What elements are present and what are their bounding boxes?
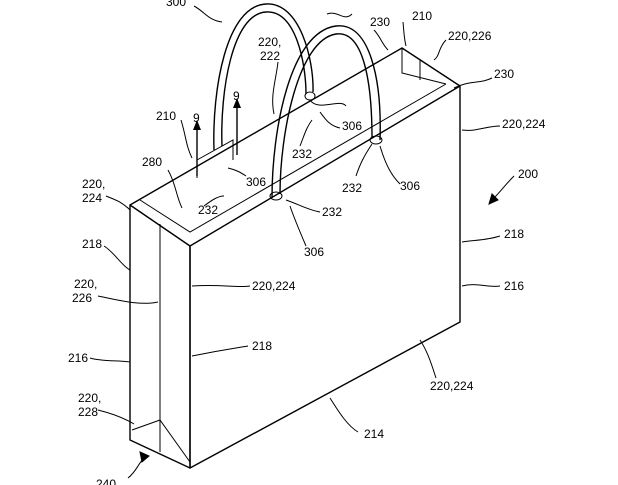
handle-inner-trace: [309, 99, 347, 107]
front-handle-inner: [279, 33, 373, 195]
label-230-right: 230: [494, 67, 514, 81]
back-handle-outer: [213, 3, 314, 151]
handle-knot-1: [269, 191, 283, 201]
label-220-222-b: 222: [260, 49, 280, 63]
label-220-226-left-b: 226: [72, 291, 92, 305]
label-306-c: 306: [400, 179, 420, 193]
opening-inner-left: [139, 83, 447, 233]
label-210-left: 210: [156, 109, 176, 123]
label-9-left: 9: [193, 111, 200, 125]
label-306-a: 306: [342, 119, 362, 133]
label-280: 280: [142, 155, 162, 169]
label-300: 300: [166, 0, 186, 9]
label-218-left: 218: [82, 237, 102, 251]
label-220-228-b: 228: [78, 405, 98, 419]
bag-body: [129, 47, 461, 469]
label-220-224-mid: 220,224: [252, 279, 296, 293]
front-reinforcement: [196, 139, 234, 178]
leader-lines: [89, 5, 515, 479]
label-220-222-a: 220,: [258, 35, 281, 49]
label-220-224-bottom: 220,224: [430, 379, 474, 393]
opening-inner-right: [401, 48, 447, 85]
label-232-a: 232: [292, 147, 312, 161]
label-306-b: 306: [246, 175, 266, 189]
label-218-mid: 218: [252, 339, 272, 353]
label-232-d: 232: [322, 205, 342, 219]
label-220-226-left-a: 220,: [74, 277, 97, 291]
section-arrows: [193, 98, 241, 176]
front-handle-outer: [271, 25, 381, 199]
label-232-b: 232: [342, 181, 362, 195]
label-214: 214: [364, 427, 384, 441]
label-220-224-left-a: 220,: [82, 177, 105, 191]
handle-knot-3: [304, 91, 316, 101]
handles: [213, 3, 383, 201]
reference-numerals: 300 230 210 220, 222 220,226 230 9 9 210…: [68, 0, 546, 485]
handle-knot-2: [369, 135, 383, 145]
label-220-224-r1: 220,224: [502, 117, 546, 131]
label-216-right: 216: [504, 279, 524, 293]
label-240: 240: [96, 477, 116, 485]
front-panel: [189, 85, 461, 469]
label-210-top: 210: [412, 9, 432, 23]
label-216-left: 216: [68, 351, 88, 365]
label-200: 200: [518, 167, 538, 181]
label-9-right: 9: [233, 89, 240, 103]
back-handle-inner: [221, 11, 307, 147]
label-220-228-a: 220,: [78, 391, 101, 405]
label-218-right: 218: [504, 227, 524, 241]
label-220-224-left-b: 224: [82, 191, 102, 205]
label-230-top: 230: [370, 15, 390, 29]
label-220-226-top: 220,226: [448, 29, 492, 43]
label-232-c: 232: [198, 203, 218, 217]
label-306-d: 306: [304, 245, 324, 259]
